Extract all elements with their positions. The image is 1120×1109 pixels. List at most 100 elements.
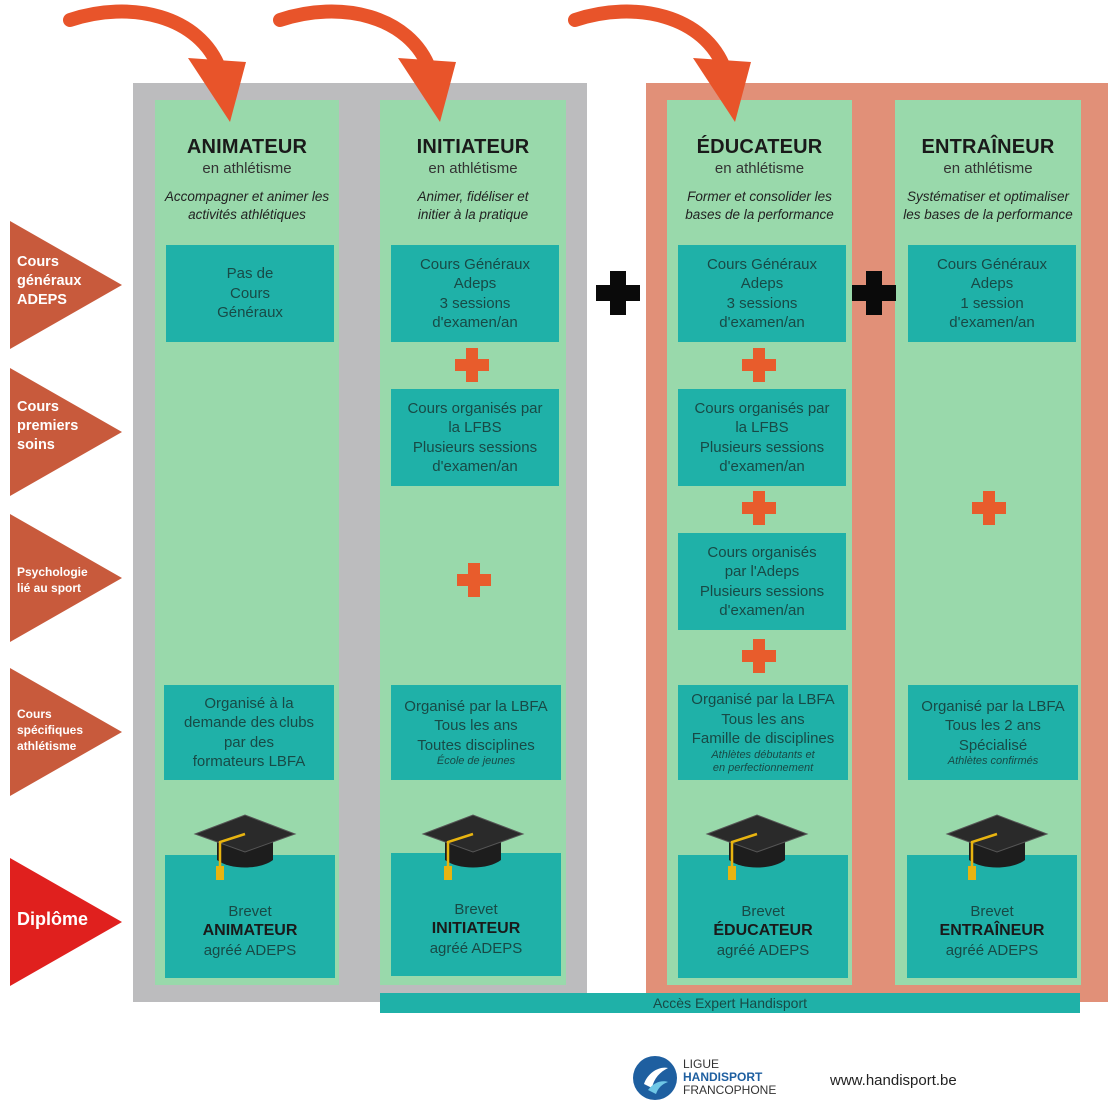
graduation-cap-icon: [705, 814, 809, 880]
column-title: ANIMATEUR: [186, 136, 308, 158]
diploma-animateur: Brevet ANIMATEUR agréé ADEPS: [165, 855, 335, 978]
box-initiateur-cours-generaux: Cours Généraux Adeps 3 sessions d'examen…: [391, 245, 559, 342]
box-text: Adeps: [970, 275, 1014, 292]
row-label-text: athlétisme: [17, 739, 77, 753]
row-label-cours-specifiques: Cours spécifiques athlétisme: [10, 668, 122, 796]
row-label-text: Diplôme: [17, 909, 89, 929]
box-text: d'examen/an: [719, 602, 805, 619]
column-subtitle: en athlétisme: [714, 160, 805, 177]
diploma-name: ÉDUCATEUR: [713, 922, 813, 939]
row-label-text: premiers: [17, 418, 79, 434]
box-entraineur-cours-generaux: Cours Généraux Adeps 1 session d'examen/…: [908, 245, 1076, 342]
box-text: Toutes disciplines: [417, 736, 535, 754]
box-initiateur-cours-specifiques: Organisé par la LBFA Tous les ans Toutes…: [391, 685, 561, 780]
plus-icon: [457, 563, 491, 597]
column-title: INITIATEUR: [416, 136, 530, 158]
box-text: Cours Généraux: [936, 255, 1048, 273]
box-text: formateurs LBFA: [192, 753, 306, 770]
plus-icon: [455, 348, 489, 382]
box-text: d'examen/an: [432, 314, 518, 331]
diploma-pre: Brevet: [454, 900, 498, 918]
box-text: Cours Généraux: [419, 255, 531, 273]
row-label-text: spécifiques: [17, 723, 84, 737]
row-label-premiers-soins: Cours premiers soins: [10, 368, 122, 496]
diploma-post: agréé ADEPS: [716, 941, 810, 959]
box-educateur-premiers-soins: Cours organisés par la LFBS Plusieurs se…: [678, 389, 846, 486]
row-label-text: lié au sport: [17, 581, 82, 595]
diploma-educateur: Brevet ÉDUCATEUR agréé ADEPS: [678, 855, 848, 978]
logo-text: LIGUE HANDISPORT FRANCOPHONE: [683, 1058, 776, 1097]
column-title: ÉDUCATEUR: [696, 136, 823, 158]
box-educateur-cours-specifiques: Organisé par la LBFA Tous les ans Famill…: [678, 685, 848, 780]
plus-icon: [596, 271, 640, 315]
box-text: Organisé à la: [204, 694, 294, 712]
box-text: 3 sessions: [439, 294, 511, 312]
plus-icon: [742, 491, 776, 525]
column-description: Systématiser et optimaliser les bases de…: [903, 189, 1073, 222]
box-animateur-cours-specifiques: Organisé à la demande des clubs par des …: [164, 685, 334, 780]
row-label-psychologie: Psychologie lié au sport: [10, 514, 122, 642]
arrow-icon: [273, 4, 456, 122]
box-text: demande des clubs: [183, 714, 315, 731]
box-text: Adeps: [453, 275, 497, 292]
box-educateur-psychologie: Cours organisés par l'Adeps Plusieurs se…: [678, 533, 846, 630]
plus-icon: [742, 348, 776, 382]
arrow-icon: [568, 4, 751, 122]
graduation-cap-icon: [945, 814, 1049, 880]
box-text: Cours: [229, 284, 270, 302]
handisport-logo-icon: [633, 1056, 677, 1100]
box-text: Plusieurs sessions: [699, 438, 825, 456]
box-text: d'examen/an: [719, 314, 805, 331]
box-text: la LFBS: [735, 419, 789, 436]
column-title: ENTRAÎNEUR: [921, 136, 1055, 158]
box-text: Pas de: [226, 265, 274, 283]
box-text: par l'Adeps: [724, 563, 800, 580]
plus-icon: [742, 639, 776, 673]
box-text: la LFBS: [448, 419, 502, 436]
diploma-post: agréé ADEPS: [945, 941, 1039, 959]
box-note: en perfectionnement: [712, 761, 814, 774]
box-text: Plusieurs sessions: [412, 438, 538, 456]
row-label-text: ADEPS: [17, 292, 67, 308]
expert-handisport-bar: Accès Expert Handisport: [380, 993, 1080, 1013]
box-text: Généraux: [217, 304, 283, 322]
row-label-text: Cours: [17, 707, 52, 721]
row-label-text: généraux: [17, 273, 82, 289]
diploma-pre: Brevet: [741, 902, 785, 920]
row-label-text: Cours: [17, 254, 59, 270]
plus-icon: [972, 491, 1006, 525]
column-description: Animer, fidéliser et initier à la pratiq…: [417, 189, 529, 222]
diploma-pre: Brevet: [228, 902, 272, 920]
box-text: 1 session: [960, 294, 1024, 312]
plus-icon: [852, 271, 896, 315]
website-text: www.handisport.be: [830, 1072, 957, 1089]
logo-line: FRANCOPHONE: [683, 1083, 777, 1097]
diploma-name: INITIATEUR: [431, 920, 521, 937]
logo-line: HANDISPORT: [683, 1070, 763, 1084]
diploma-name: ENTRAÎNEUR: [939, 922, 1045, 939]
box-text: Cours Généraux: [706, 255, 818, 273]
box-text: Tous les 2 ans: [945, 717, 1041, 735]
box-text: Spécialisé: [958, 736, 1028, 754]
box-text: 3 sessions: [726, 294, 798, 312]
expert-bar-label: Accès Expert Handisport: [652, 995, 808, 1011]
row-label-text: soins: [17, 437, 55, 453]
box-text: Famille de disciplines: [691, 730, 835, 748]
box-text: par des: [223, 733, 275, 751]
box-text: Plusieurs sessions: [699, 582, 825, 600]
row-label-text: Psychologie: [17, 565, 88, 579]
logo-line: LIGUE: [683, 1057, 720, 1071]
box-text: Tous les ans: [721, 710, 805, 728]
box-text: Tous les ans: [434, 717, 518, 735]
diploma-name: ANIMATEUR: [202, 922, 298, 939]
box-text: d'examen/an: [719, 458, 805, 475]
box-note: Athlètes confirmés: [947, 755, 1039, 768]
box-text: Cours organisés: [707, 543, 817, 561]
graduation-cap-icon: [421, 814, 525, 880]
column-subtitle: en athlétisme: [428, 160, 518, 177]
box-text: d'examen/an: [949, 314, 1035, 331]
row-label-text: Cours: [17, 399, 59, 415]
website-link[interactable]: www.handisport.be: [830, 1072, 957, 1089]
row-label-diplome: Diplôme: [10, 858, 122, 986]
box-text: Adeps: [740, 275, 784, 292]
